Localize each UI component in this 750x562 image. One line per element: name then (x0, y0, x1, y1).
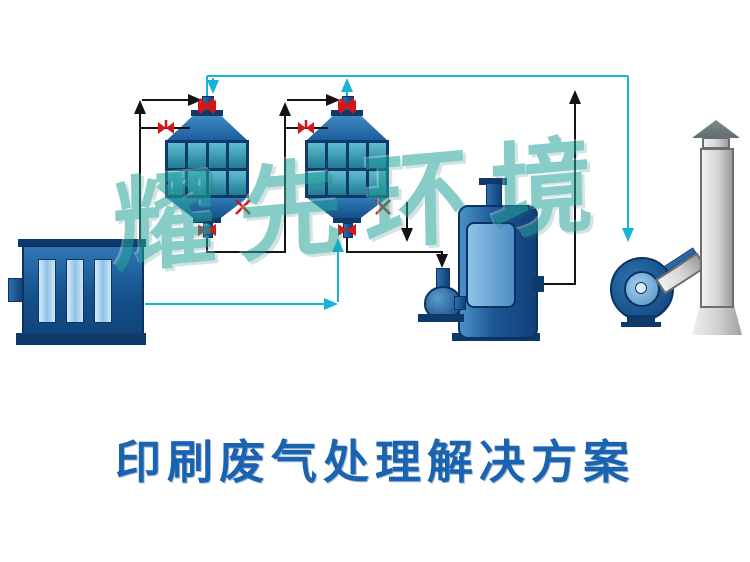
filter-cell (168, 170, 186, 195)
filter-cell (368, 143, 386, 168)
valve-icon (198, 224, 207, 236)
propeller-icon (235, 199, 251, 215)
liquid-tank (418, 178, 544, 343)
filter-unit-1 (151, 96, 263, 238)
valve-icon (306, 122, 314, 134)
carbon-box-slat (94, 259, 112, 323)
valve-handwheel-icon (199, 98, 215, 114)
valve-icon (298, 122, 306, 134)
filter-cell (328, 170, 346, 195)
filter-cell (188, 143, 206, 168)
cyan-flow-lines (145, 75, 634, 310)
filter-cell (308, 170, 326, 195)
tank-top-flange (479, 178, 507, 185)
filter-cell (228, 170, 246, 195)
valves-unit2 (298, 98, 391, 236)
filter-cell (308, 143, 326, 168)
filter2-bottom-flange (333, 218, 361, 223)
pump-tank-stub (454, 296, 466, 310)
tank-right-stub (532, 276, 544, 292)
page-title: 印刷废气处理解决方案 (115, 435, 635, 489)
valve-icon (207, 100, 216, 112)
fan-hub (635, 282, 647, 294)
filter2-top-flange (331, 110, 363, 116)
filter2-grid-body (305, 140, 389, 198)
filter-cell (188, 170, 206, 195)
carbon-box-slat (38, 259, 56, 323)
fan-stand (627, 315, 655, 323)
exhaust-chimney (655, 120, 750, 335)
activated-carbon-box (8, 239, 154, 345)
valves-unit1 (158, 98, 251, 236)
filter-cell (228, 143, 246, 168)
valve-icon (347, 224, 356, 236)
valve-icon (338, 100, 347, 112)
valve-icon (347, 100, 356, 112)
fan-foot (621, 322, 661, 327)
filter1-bottom-flange (193, 218, 221, 223)
propeller-icon (375, 199, 391, 215)
flow-line (544, 90, 581, 285)
valve-icon (158, 122, 166, 134)
filter-cell (348, 170, 366, 195)
black-flow-lines (134, 90, 581, 285)
filter-cell (348, 143, 366, 168)
pump-base (418, 314, 464, 322)
filter-cell (368, 170, 386, 195)
flow-line (206, 102, 291, 253)
flow-line (346, 238, 448, 268)
valve-icon (198, 100, 207, 112)
valve-icon (207, 224, 216, 236)
valve-icon (166, 122, 174, 134)
filter-cell (328, 143, 346, 168)
carbon-box-base (16, 333, 146, 345)
carbon-box-top-lip (18, 239, 146, 247)
filter1-grid-body (165, 140, 249, 198)
tank-panel (466, 222, 516, 308)
filter-cell (168, 143, 186, 168)
carbon-box-slat (66, 259, 84, 323)
valve-icon (338, 224, 347, 236)
filter-cell (208, 143, 226, 168)
chimney-tower (700, 148, 734, 308)
filter-cell (208, 170, 226, 195)
chimney-base-flare (692, 305, 742, 335)
filter1-top-flange (191, 110, 223, 116)
valve-handwheel-icon (339, 98, 355, 114)
